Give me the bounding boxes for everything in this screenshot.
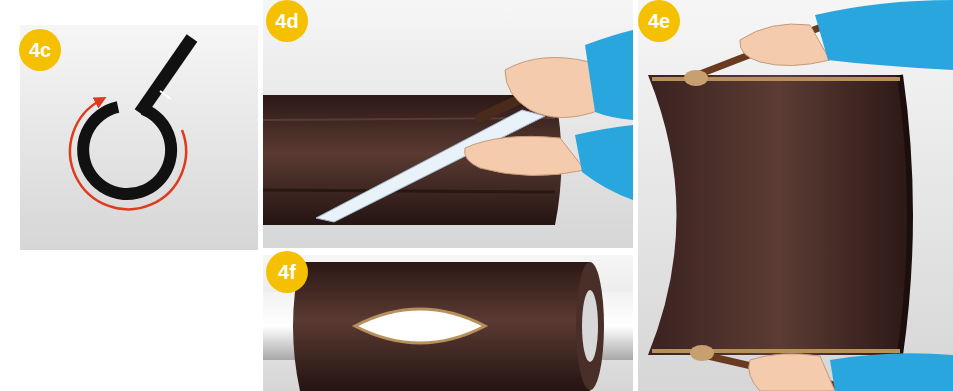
badge-circle <box>266 0 308 42</box>
badge-circle <box>638 0 680 42</box>
seam-mark <box>160 91 171 99</box>
panel-background <box>263 0 633 248</box>
callout-number: 4d <box>267 1 307 41</box>
panel-background <box>20 25 258 250</box>
sleeve <box>575 125 633 200</box>
pipe-end <box>582 290 598 362</box>
open-slit <box>355 309 485 343</box>
cutting-scene <box>263 30 633 225</box>
sleeve <box>815 0 953 70</box>
sleeve <box>830 353 953 391</box>
brush-head <box>690 345 714 361</box>
badge-circle <box>19 29 61 71</box>
rotation-arrow <box>70 100 186 209</box>
insulation-tail <box>140 38 192 113</box>
tube-end <box>900 75 910 355</box>
panel-background <box>263 255 633 391</box>
badge-circle <box>266 251 308 293</box>
callout-number: 4e <box>639 1 679 41</box>
hand <box>505 58 600 118</box>
sleeve <box>585 30 633 120</box>
texture-streak <box>263 190 555 192</box>
insulation-half <box>648 75 910 355</box>
hand <box>465 136 585 175</box>
pipe-scene <box>263 262 633 391</box>
gluing-scene <box>648 0 953 391</box>
tube-end <box>576 262 604 390</box>
callout-number: 4c <box>20 30 60 70</box>
callout-number: 4f <box>267 252 307 292</box>
wrap-symbol <box>70 38 192 209</box>
hand <box>749 354 835 391</box>
adhesive-edge <box>652 349 900 353</box>
insulation-ring <box>83 107 171 194</box>
hand <box>740 24 830 66</box>
panel-background <box>638 0 953 391</box>
brush-head <box>684 70 708 86</box>
insulation-tube <box>293 262 598 391</box>
